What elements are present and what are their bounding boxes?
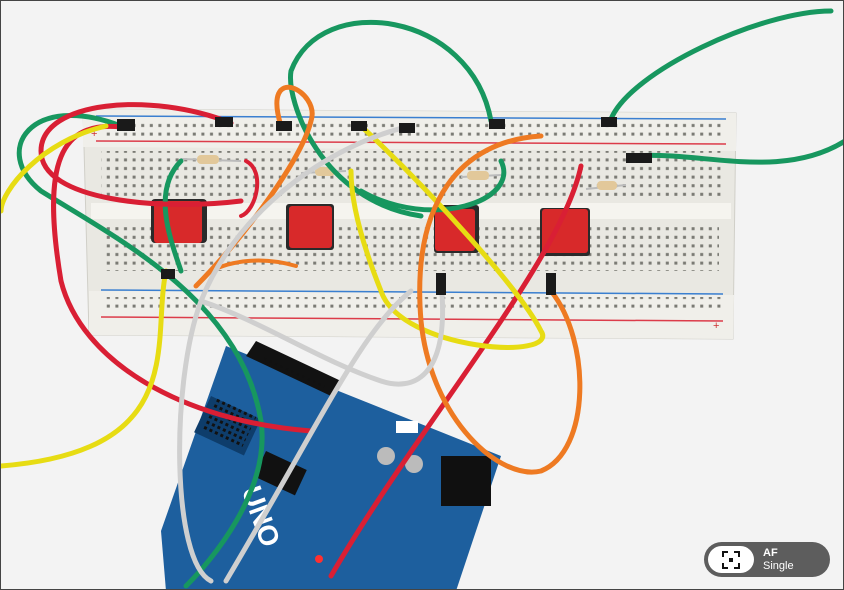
wire-green-5 — [162, 158, 184, 274]
wire-orange-2 — [417, 133, 583, 475]
push-button-1 — [154, 201, 202, 243]
push-button-2 — [289, 206, 332, 248]
wire-red-1 — [38, 102, 244, 207]
wire-green-2 — [608, 8, 834, 122]
af-text-block: AF Single — [763, 547, 794, 573]
wire-yellow-1 — [1, 123, 109, 214]
wire-yellow-3 — [348, 123, 546, 350]
wire-red-3 — [328, 163, 584, 579]
wire-white-3 — [223, 288, 414, 584]
push-button-4 — [542, 209, 588, 253]
rail-blue-top — [95, 115, 727, 120]
arduino-uno-board: UNO — [161, 341, 501, 589]
autofocus-mode-toggle[interactable]: AF Single — [704, 542, 830, 577]
wire-green-6 — [358, 158, 507, 213]
wire-yellow-2 — [1, 268, 169, 469]
led-indicator — [315, 555, 323, 563]
focus-frame-icon — [722, 550, 740, 569]
rail-red-bottom — [100, 316, 724, 322]
jumper-wires — [1, 8, 843, 589]
focus-icon-container[interactable] — [708, 546, 754, 573]
wire-red-4 — [239, 159, 260, 218]
wire-green-1 — [288, 19, 494, 219]
af-mode-value: Single — [763, 559, 794, 572]
rail-plus-left: + — [91, 128, 97, 140]
rail-plus-right: + — [713, 320, 719, 332]
rail-red-top — [95, 140, 727, 145]
af-mode-label: AF — [763, 546, 778, 559]
wire-green-3 — [633, 139, 843, 165]
wire-white-2 — [198, 278, 445, 387]
push-buttons — [151, 199, 590, 256]
push-button-3 — [435, 209, 475, 251]
